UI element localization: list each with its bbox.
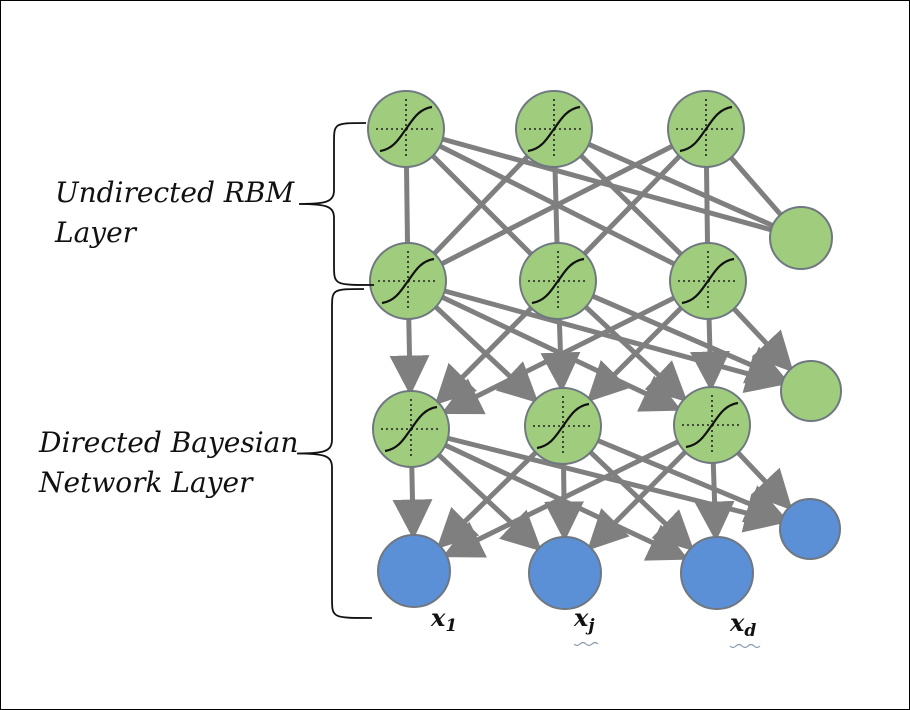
undirected-edge-h3-2-h2-1 bbox=[582, 154, 682, 256]
rbm-layer-brace bbox=[298, 122, 375, 286]
hidden-node-h1-0-sigmoid-icon bbox=[384, 405, 438, 453]
spellcheck-squiggle-xd bbox=[729, 643, 761, 649]
hidden-node-h2-0-sigmoid-icon bbox=[381, 257, 435, 305]
edges-group bbox=[389, 136, 794, 561]
input-label-xj-main: x bbox=[573, 603, 589, 632]
hidden-node-h1-2-sigmoid-icon bbox=[685, 401, 739, 449]
hidden-node-h1-1 bbox=[524, 387, 602, 465]
hidden-node-h2-1-sigmoid-icon bbox=[531, 257, 585, 305]
input-label-xd-main: x bbox=[729, 608, 745, 637]
undirected-edge-h3-2-bias bbox=[729, 156, 783, 217]
directed-edge-h1-2-v-0 bbox=[442, 439, 679, 558]
input-label-xd: xd bbox=[729, 608, 756, 641]
rbm-label-line1: Undirected RBM bbox=[55, 176, 295, 209]
undirected-edge-h3-1-h2-0 bbox=[432, 154, 530, 256]
hidden-node-h2-2 bbox=[669, 242, 747, 320]
bn-label-line2: Network Layer bbox=[39, 466, 253, 499]
braces-group bbox=[296, 122, 375, 619]
undirected-edge-h3-1-bias bbox=[587, 142, 774, 228]
hidden-node-h2-2-sigmoid-icon bbox=[681, 257, 735, 305]
input-label-xd-sub: d bbox=[744, 621, 756, 641]
directed-edge-h1-2-v-2 bbox=[694, 462, 735, 542]
bn-label-line1: Directed Bayesian bbox=[39, 426, 299, 459]
bias-node-h3 bbox=[769, 206, 833, 270]
directed-edge-h1-0-v-0 bbox=[392, 466, 433, 540]
bias-node-h1 bbox=[779, 498, 841, 560]
nodes-group bbox=[367, 90, 842, 610]
directed-edge-h1-2-v-1 bbox=[587, 450, 687, 551]
directed-edge-h2-0-h1-0 bbox=[389, 318, 430, 396]
input-label-x1-main: x bbox=[430, 603, 446, 632]
bias-node-h2 bbox=[780, 360, 842, 422]
rbm-layer-label: Undirected RBM Layer bbox=[55, 173, 294, 253]
hidden-node-h1-1-sigmoid-icon bbox=[536, 402, 590, 450]
hidden-node-h1-0 bbox=[372, 390, 450, 468]
directed-edge-h2-2-h1-1 bbox=[586, 306, 683, 403]
input-label-x1: x1 bbox=[430, 603, 457, 636]
hidden-node-h3-1-sigmoid-icon bbox=[527, 105, 581, 153]
directed-edge-h2-2-bias bbox=[732, 307, 794, 373]
directed-edge-h2-2-h1-2 bbox=[689, 318, 730, 392]
input-label-xj-sub: j bbox=[585, 616, 595, 636]
directed-edge-h2-1-bias bbox=[591, 293, 788, 384]
bayesian-layer-brace bbox=[296, 288, 373, 619]
hidden-node-h3-0 bbox=[367, 90, 445, 168]
undirected-edge-h3-2-h2-0 bbox=[440, 144, 674, 266]
hidden-node-h3-1 bbox=[515, 90, 593, 168]
directed-edge-h1-2-bias bbox=[736, 450, 793, 511]
rbm-label-line2: Layer bbox=[55, 216, 137, 249]
hidden-node-h3-2-sigmoid-icon bbox=[679, 105, 733, 153]
bayesian-layer-label: Directed Bayesian Network Layer bbox=[39, 423, 298, 503]
hidden-node-h3-0-sigmoid-icon bbox=[379, 105, 433, 153]
directed-edge-h1-1-bias bbox=[597, 438, 787, 523]
visible-node-1 bbox=[528, 536, 602, 610]
spellcheck-squiggle-xj bbox=[573, 641, 599, 647]
undirected-edge-h3-0-h2-0 bbox=[404, 166, 410, 244]
visible-node-2 bbox=[680, 536, 754, 610]
input-label-x1-sub: 1 bbox=[445, 616, 457, 636]
hidden-node-h1-2 bbox=[673, 386, 751, 464]
undirected-edge-h3-2-h2-2 bbox=[704, 166, 710, 244]
hidden-node-h3-2 bbox=[667, 90, 745, 168]
hidden-node-h2-0 bbox=[369, 242, 447, 320]
directed-edge-h2-2-h1-0 bbox=[440, 295, 676, 415]
visible-node-0 bbox=[377, 534, 451, 608]
hidden-node-h2-1 bbox=[519, 242, 597, 320]
input-label-xj: xj bbox=[573, 603, 595, 636]
